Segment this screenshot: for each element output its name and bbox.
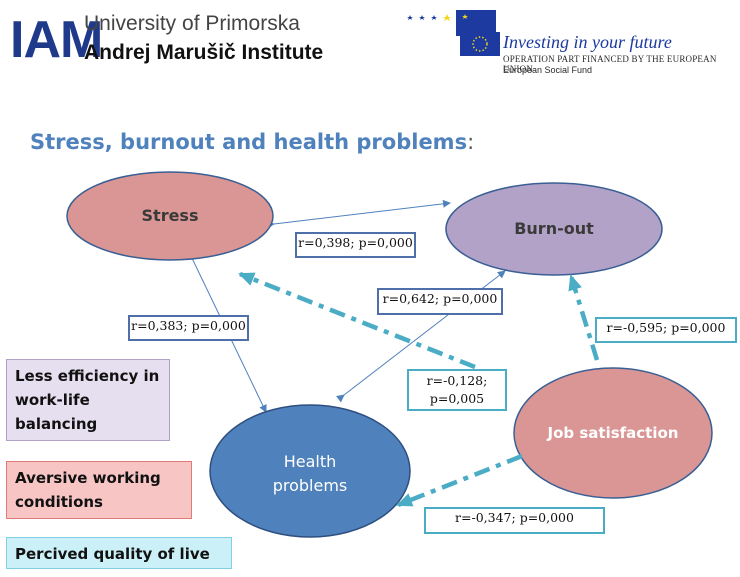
- stress-label: Stress: [141, 206, 199, 225]
- health-node: [209, 404, 411, 538]
- health-label-line1: Health: [283, 452, 337, 471]
- burnout-node: [445, 182, 663, 276]
- eu-flag-icon: [407, 10, 500, 56]
- legend-work-life-line2: work-life: [15, 391, 90, 409]
- arrow-job-stress: [238, 271, 476, 370]
- legend-work-life-line3: balancing: [15, 415, 98, 433]
- job-satisfaction-node: [513, 367, 713, 499]
- legend-work-life-line1: Less efficiency in: [15, 367, 160, 385]
- legend-working-conditions-line2: conditions: [15, 493, 103, 511]
- stat-job-stress-line1: r=-0,128;: [426, 373, 488, 388]
- health-label-line2: problems: [272, 476, 348, 495]
- legend-quality-of-life: Percived quality of live: [6, 537, 232, 569]
- title-text: Stress, burnout and health problems: [30, 130, 468, 154]
- legend-work-life: Less efficiency in work-life balancing: [6, 359, 170, 441]
- eu-operation-text: Operation part financed by the European …: [503, 54, 717, 74]
- stat-job-burnout: r=-0,595; p=0,000: [595, 317, 737, 343]
- stat-burnout-health: r=0,642; p=0,000: [377, 288, 503, 315]
- stat-job-stress-line2: p=0,005: [429, 391, 485, 406]
- iam-logo: IAM: [10, 11, 103, 69]
- stat-job-health: r=-0,347; p=0,000: [424, 507, 605, 534]
- page-title: Stress, burnout and health problems:: [30, 130, 474, 154]
- stat-job-stress: r=-0,128; p=0,005: [407, 369, 507, 411]
- title-colon: :: [467, 130, 475, 154]
- legend-working-conditions: Aversive working conditions: [6, 461, 192, 519]
- arrow-job-burnout: [568, 274, 600, 361]
- arrow-stress-burnout: [266, 199, 451, 229]
- health-label: Health problems: [240, 450, 380, 498]
- burnout-label: Burn-out: [514, 219, 594, 238]
- stat-stress-health: r=0,383; p=0,000: [128, 315, 249, 341]
- stress-node: [66, 171, 274, 261]
- stat-stress-burnout: r=0,398; p=0,000: [295, 232, 416, 258]
- eu-slogan: Investing in your future: [503, 32, 672, 52]
- legend-working-conditions-line1: Aversive working: [15, 469, 161, 487]
- eu-fund-text: European Social Fund: [503, 65, 593, 75]
- institute-name: Andrej Marušič Institute: [84, 41, 324, 64]
- job-satisfaction-label: Job satisfaction: [547, 424, 679, 442]
- university-name: University of Primorska: [84, 12, 300, 35]
- arrow-job-health: [396, 453, 523, 508]
